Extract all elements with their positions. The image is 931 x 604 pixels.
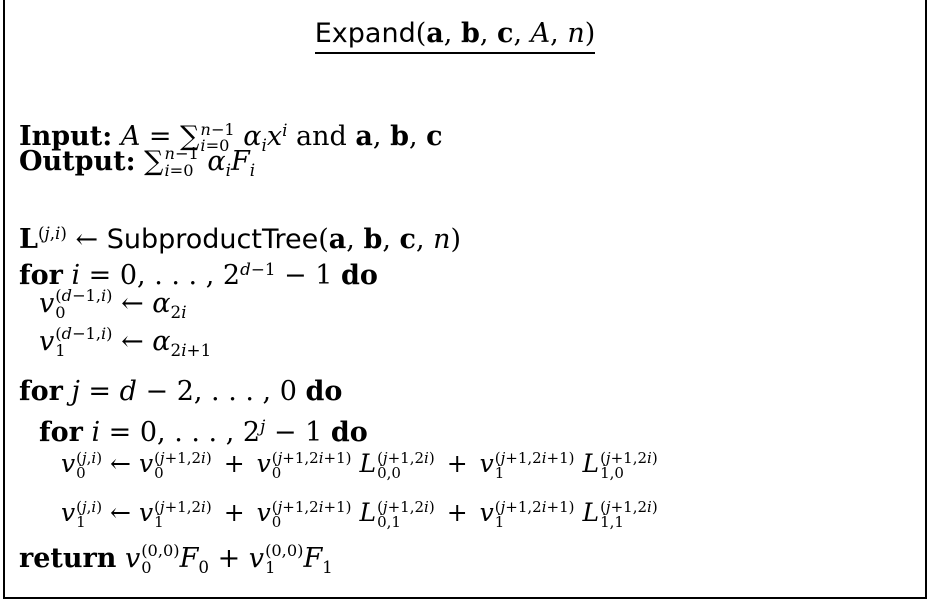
loop1-line: for i = 0, . . . , 2d−1 − 1 do [19,253,378,292]
update0-line: v(j,i)0 ← v(j+1,2i)0+v(j+1,2i+1)0 L(j+1,… [61,448,658,482]
output-keyword: Output: [19,146,136,177]
loop2-line: for j = d − 2, . . . , 0 do [19,376,342,408]
input-keyword: Input: [19,121,113,153]
return-keyword: return [19,543,117,574]
for-keyword: for [39,417,83,449]
assign2-line: v(d−1,i)1 ← α2i+1 [39,324,212,360]
do-keyword: do [330,417,368,449]
loop1-range: i = 0, . . . , 2d−1 − 1 [71,259,333,292]
loop2-range: j = d − 2, . . . , 0 [71,376,297,407]
loop3-line: for i = 0, . . . , 2j − 1 do [39,410,368,449]
update1-line: v(j,i)1 ← v(j+1,2i)1+v(j+1,2i+1)0 L(j+1,… [61,497,658,531]
do-keyword: do [341,260,378,292]
loop3-range: i = 0, . . . , 2j − 1 [91,416,323,449]
for-keyword: for [19,260,63,292]
do-keyword: do [305,376,343,407]
assign1-line: v(d−1,i)0 ← α2i [39,286,187,322]
algorithm-title: Expand(a, b, c, A, n) [5,18,925,54]
subproduct-tree-line: L(j,i) ← SubproductTree(a, b, c, n) [19,223,462,256]
for-keyword: for [19,376,63,407]
